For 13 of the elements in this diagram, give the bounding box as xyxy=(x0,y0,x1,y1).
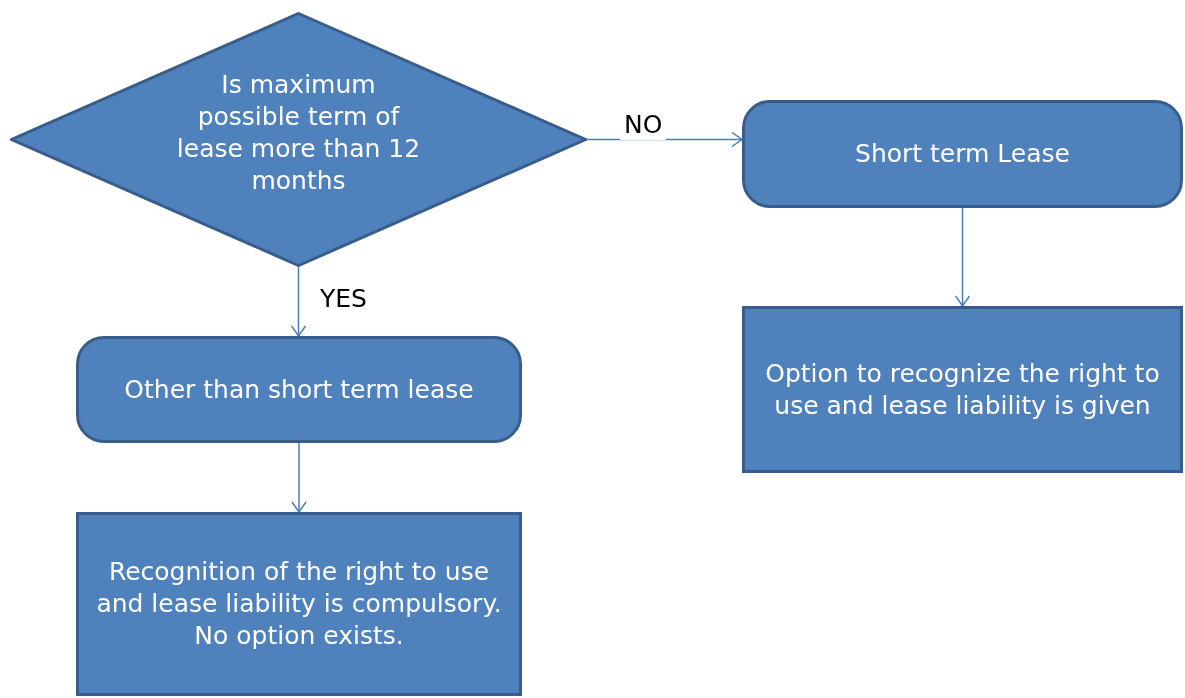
node-text: Is maximum possible term of lease more than 12 months xyxy=(175,68,422,197)
node-text: Option to recognize the right to use and lease liability is given xyxy=(764,357,1161,422)
process-box xyxy=(76,336,522,443)
arrow xyxy=(290,266,307,337)
process-box xyxy=(742,100,1183,208)
arrow xyxy=(291,442,307,513)
decision-diamond xyxy=(10,12,587,267)
node-text: Recognition of the right to use and lease liability is compulsory. No option exists. xyxy=(95,556,503,652)
arrow xyxy=(954,207,971,307)
node-text: Short term Lease xyxy=(855,138,1070,170)
result-box xyxy=(76,512,522,696)
node-text: Other than short term lease xyxy=(124,373,474,406)
result-box xyxy=(742,306,1183,473)
